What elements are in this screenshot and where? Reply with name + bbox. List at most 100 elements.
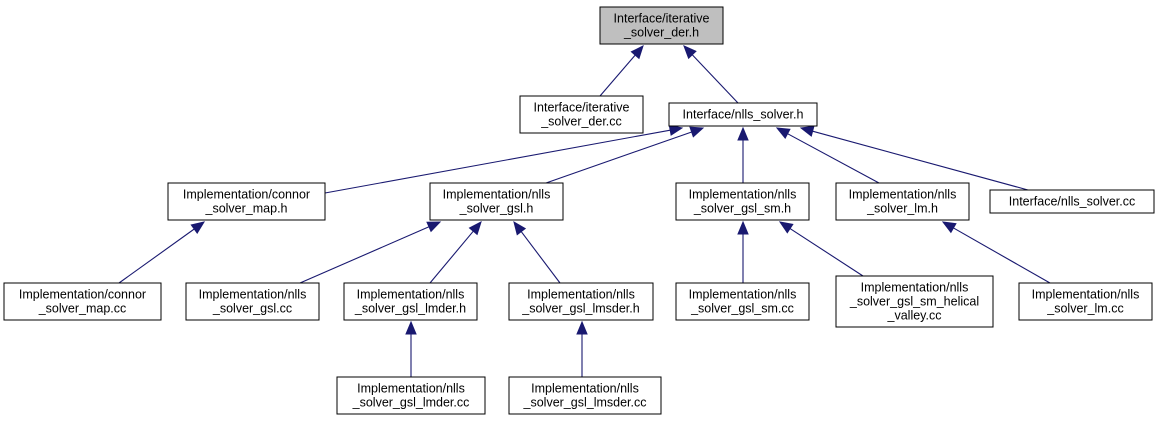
node-box (519, 95, 644, 134)
node-label-line: Implementation/nlls (357, 288, 465, 302)
edge-line (789, 228, 864, 277)
node-iterative-solver-der-cc[interactable]: Interface/iterative_solver_der.cc (519, 95, 644, 134)
node-nlls-solver-gsl-sm-helical-valley-cc[interactable]: Implementation/nlls_solver_gsl_sm_helica… (835, 275, 994, 328)
edge-iterative_solver_der_cc-to-iterative_solver_der_h (599, 45, 644, 97)
node-connor-solver-map-cc[interactable]: Implementation/connor_solver_map.cc (3, 282, 162, 321)
edge-nlls_solver_gsl_lmder_h-to-nlls_solver_gsl_h (429, 220, 482, 284)
node-box (185, 282, 320, 321)
node-label-line: Implementation/nlls (443, 188, 551, 202)
node-label-line: _solver_lm.h (866, 202, 938, 216)
edge-line (429, 230, 474, 284)
node-label-line: Implementation/nlls (1032, 288, 1140, 302)
node-nlls-solver-lm-h[interactable]: Implementation/nlls_solver_lm.h (835, 182, 970, 221)
node-nlls-solver-gsl-sm-cc[interactable]: Implementation/nlls_solver_gsl_sm.cc (675, 282, 810, 321)
node-label-line: Implementation/nlls (689, 288, 797, 302)
edge-nlls_solver_gsl_lmsder_cc-to-nlls_solver_gsl_lmsder_h (576, 320, 588, 377)
arrowhead (468, 220, 482, 236)
edge-connor_solver_map_cc-to-connor_solver_map_h (118, 221, 206, 284)
edge-line (691, 54, 739, 104)
edge-nlls_solver_lm_h-to-nlls_solver_h (775, 127, 880, 184)
node-label-line: Implementation/nlls (861, 281, 969, 295)
arrowhead (630, 45, 644, 60)
node-box (508, 376, 662, 415)
node-nlls-solver-lm-cc[interactable]: Implementation/nlls_solver_lm.cc (1018, 282, 1153, 321)
node-label-line: Implementation/connor (183, 188, 310, 202)
node-label-line: _solver_gsl_lmder.h (354, 302, 466, 316)
edge-nlls_solver_gsl_sm_h-to-nlls_solver_h (737, 126, 749, 183)
arrowhead (778, 221, 794, 234)
arrowhead (737, 220, 749, 235)
node-nlls-solver-gsl-h[interactable]: Implementation/nlls_solver_gsl.h (429, 182, 564, 221)
node-box (675, 282, 810, 321)
node-label-line: _solver_lm.cc (1046, 302, 1123, 316)
node-label-line: _solver_gsl_sm.cc (690, 302, 794, 316)
node-label-line: _solver_der.cc (540, 115, 622, 129)
node-label-line: Interface/nlls_solver.cc (1009, 195, 1135, 209)
graph-nodes: Interface/iterative_solver_der.hInterfac… (3, 6, 1155, 415)
node-label-line: _solver_map.cc (38, 302, 127, 316)
edge-line (599, 54, 636, 97)
node-box (668, 102, 818, 127)
node-label-line: Interface/nlls_solver.h (683, 108, 804, 122)
node-label-line: Interface/iterative (534, 101, 630, 115)
node-label-line: _solver_gsl_lmsder.cc (523, 396, 647, 410)
node-nlls-solver-gsl-cc[interactable]: Implementation/nlls_solver_gsl.cc (185, 282, 320, 321)
arrowhead (190, 221, 206, 235)
edge-connor_solver_map_h-to-nlls_solver_h (324, 124, 684, 194)
node-label-line: _valley.cc (887, 309, 942, 323)
edge-nlls_solver_gsl_lmsder_h-to-nlls_solver_gsl_h (513, 220, 561, 284)
edge-line (953, 227, 1051, 284)
edge-nlls_solver_gsl_sm_helical_valley_cc-to-nlls_solver_gsl_sm_h (778, 221, 864, 277)
node-box (675, 182, 810, 221)
node-nlls-solver-h[interactable]: Interface/nlls_solver.h (668, 102, 818, 127)
node-nlls-solver-gsl-lmsder-cc[interactable]: Implementation/nlls_solver_gsl_lmsder.cc (508, 376, 662, 415)
edge-line (812, 130, 1029, 191)
edge-nlls_solver_gsl_lmder_cc-to-nlls_solver_gsl_lmder_h (405, 320, 417, 377)
node-label-line: _solver_der.h (623, 26, 699, 40)
node-label-line: Implementation/nlls (689, 188, 797, 202)
edge-nlls_solver_gsl_h-to-nlls_solver_h (545, 126, 705, 184)
node-box (835, 182, 970, 221)
node-label-line: _solver_map.h (205, 202, 288, 216)
arrowhead (683, 45, 697, 60)
arrowhead (689, 126, 705, 138)
node-nlls-solver-cc[interactable]: Interface/nlls_solver.cc (989, 189, 1155, 214)
node-box (599, 6, 724, 45)
node-label-line: Implementation/nlls (357, 382, 465, 396)
node-nlls-solver-gsl-sm-h[interactable]: Implementation/nlls_solver_gsl_sm.h (675, 182, 810, 221)
node-box (989, 189, 1155, 214)
node-nlls-solver-gsl-lmder-cc[interactable]: Implementation/nlls_solver_gsl_lmder.cc (336, 376, 486, 415)
edge-line (299, 226, 430, 284)
node-nlls-solver-gsl-lmder-h[interactable]: Implementation/nlls_solver_gsl_lmder.h (343, 282, 478, 321)
node-nlls-solver-gsl-lmsder-h[interactable]: Implementation/nlls_solver_gsl_lmsder.h (508, 282, 654, 321)
edge-line (787, 133, 880, 184)
arrowhead (775, 127, 791, 139)
arrowhead (737, 126, 749, 141)
edge-line (545, 131, 692, 184)
arrowhead (576, 320, 588, 335)
node-iterative-solver-der-h: Interface/iterative_solver_der.h (599, 6, 724, 45)
node-label-line: _solver_gsl_sm_helical (849, 295, 979, 309)
node-label-line: Implementation/connor (19, 288, 146, 302)
node-label-line: _solver_gsl_lmder.cc (352, 396, 470, 410)
node-label-line: _solver_gsl_sm.h (693, 202, 791, 216)
node-box (343, 282, 478, 321)
node-label-line: Implementation/nlls (199, 288, 307, 302)
node-box (429, 182, 564, 221)
node-box (835, 275, 994, 328)
arrowhead (426, 221, 442, 233)
node-box (508, 282, 654, 321)
edge-nlls_solver_lm_cc-to-nlls_solver_lm_h (941, 221, 1051, 284)
arrowhead (405, 320, 417, 335)
edge-nlls_solver_h-to-iterative_solver_der_h (683, 45, 739, 104)
node-label-line: _solver_gsl_lmsder.h (521, 302, 639, 316)
edge-line (118, 228, 195, 284)
arrowhead (513, 220, 527, 236)
node-box (167, 182, 326, 221)
node-box (3, 282, 162, 321)
edge-line (520, 231, 561, 284)
edge-nlls_solver_gsl_cc-to-nlls_solver_gsl_h (299, 221, 442, 284)
node-connor-solver-map-h[interactable]: Implementation/connor_solver_map.h (167, 182, 326, 221)
edge-nlls_solver_cc-to-nlls_solver_h (799, 125, 1029, 191)
